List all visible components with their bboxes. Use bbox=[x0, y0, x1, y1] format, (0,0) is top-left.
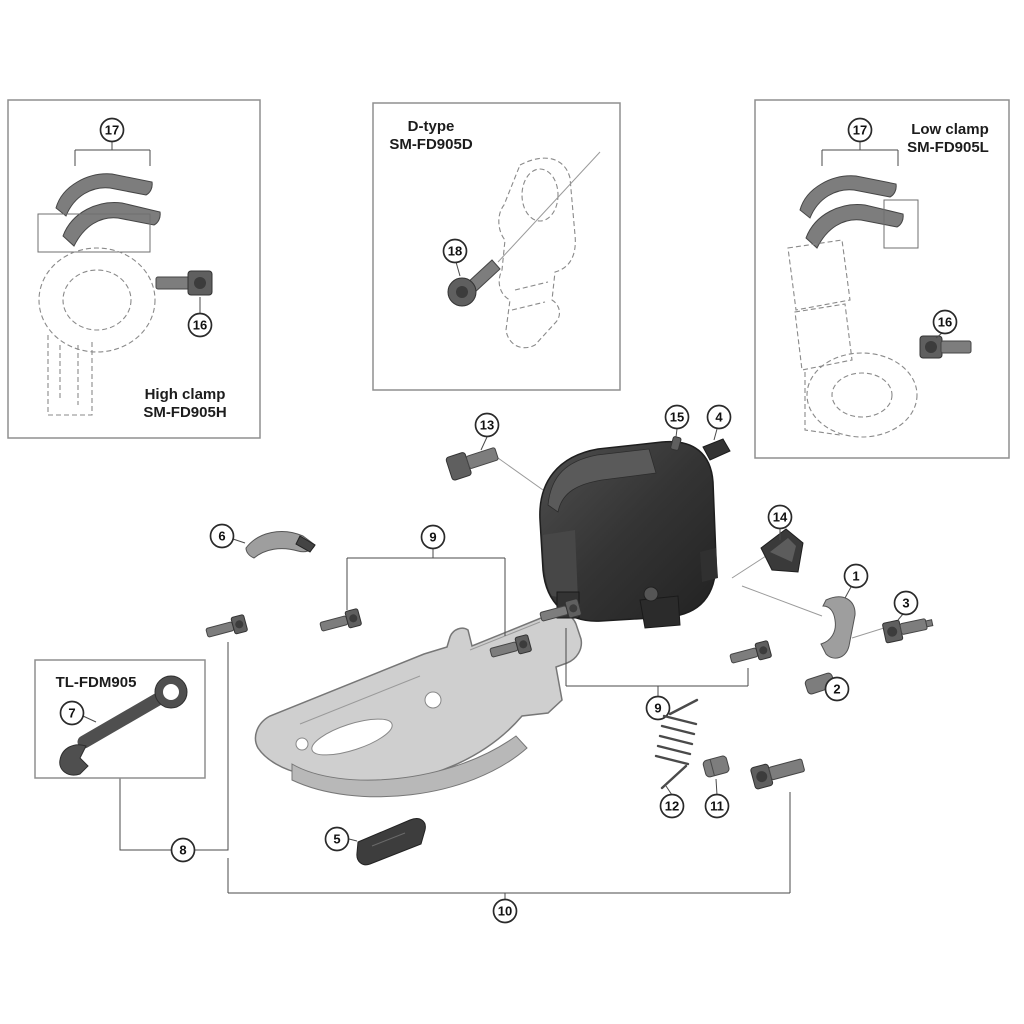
clamp-band-parts-low bbox=[799, 175, 919, 249]
axis-line-14 bbox=[731, 555, 767, 579]
callout-1: 1 bbox=[843, 563, 869, 599]
clamp-dashed-outline-high bbox=[38, 247, 156, 416]
chain-guide-cage bbox=[254, 612, 583, 798]
callout-17-low-number: 17 bbox=[853, 123, 867, 138]
tool-label: TL-FDM905 bbox=[56, 674, 137, 691]
callout-7: 7 bbox=[59, 700, 97, 726]
callout-14-number: 14 bbox=[773, 510, 788, 525]
part-5-pad bbox=[356, 818, 426, 866]
part-3-bolt bbox=[882, 618, 934, 644]
callout-3: 3 bbox=[893, 590, 919, 621]
callout-4-number: 4 bbox=[715, 410, 723, 425]
callout-3-number: 3 bbox=[902, 596, 909, 611]
d-type-box: D-type SM-FD905D 18 bbox=[372, 102, 621, 391]
low-clamp-label-line1: Low clamp bbox=[911, 121, 989, 138]
callout-13: 13 bbox=[474, 412, 500, 451]
callout-7-number: 7 bbox=[68, 706, 75, 721]
callout-17-high-clamp: 17 bbox=[74, 117, 151, 166]
callout-10: 10 bbox=[227, 792, 791, 924]
low-clamp-dashed-outline bbox=[787, 239, 918, 438]
callout-16-low-clamp: 16 bbox=[932, 309, 958, 339]
clamp-bolt-16-low bbox=[919, 335, 972, 359]
callout-2: 2 bbox=[824, 676, 850, 702]
tool-box: TL-FDM905 7 bbox=[34, 659, 206, 779]
axis-line-3 bbox=[851, 627, 885, 639]
callout-6: 6 bbox=[209, 523, 246, 549]
d-type-bolt-18 bbox=[447, 259, 501, 307]
d-type-label-line2: SM-FD905D bbox=[389, 136, 473, 153]
main-assembly: 13 15 4 14 bbox=[119, 404, 934, 924]
d-type-axis-line bbox=[497, 151, 601, 263]
callout-11: 11 bbox=[704, 778, 730, 819]
pivot-bolt bbox=[750, 758, 805, 790]
callout-5: 5 bbox=[324, 826, 358, 852]
callout-4: 4 bbox=[706, 404, 732, 441]
callout-15-number: 15 bbox=[670, 410, 684, 425]
small-bolt-b bbox=[318, 607, 363, 636]
callout-12-number: 12 bbox=[665, 799, 679, 814]
part-15-screw bbox=[670, 436, 682, 451]
callout-18: 18 bbox=[442, 238, 468, 277]
callout-9-upper-number: 9 bbox=[429, 530, 436, 545]
callout-8: 8 bbox=[119, 642, 229, 863]
part-6-lever bbox=[245, 531, 316, 559]
high-clamp-box-frame bbox=[7, 99, 261, 439]
callout-16-high-number: 16 bbox=[193, 318, 207, 333]
callout-16-high-clamp: 16 bbox=[187, 297, 213, 338]
axis-line-1 bbox=[741, 585, 823, 617]
d-type-box-frame bbox=[372, 102, 621, 391]
clamp-band-parts-high bbox=[37, 173, 161, 253]
part-12-spring bbox=[654, 698, 699, 790]
motor-unit bbox=[539, 440, 718, 629]
callout-1-number: 1 bbox=[852, 569, 859, 584]
callout-9-lower-number: 9 bbox=[654, 701, 661, 716]
callout-18-number: 18 bbox=[448, 244, 462, 259]
callout-10-number: 10 bbox=[498, 904, 512, 919]
low-clamp-label-line2: SM-FD905L bbox=[907, 139, 989, 156]
low-clamp-box-frame bbox=[754, 99, 1010, 459]
tool-wrench bbox=[59, 675, 188, 776]
clamp-bolt-16-high bbox=[155, 270, 213, 296]
small-bolt-a bbox=[204, 613, 249, 642]
low-clamp-box: Low clamp SM-FD905L 17 16 bbox=[754, 99, 1010, 459]
callout-8-number: 8 bbox=[179, 843, 186, 858]
part-1-bracket bbox=[820, 596, 856, 659]
d-type-dashed-outline bbox=[498, 157, 576, 349]
callout-2-number: 2 bbox=[833, 682, 840, 697]
small-bolt-e bbox=[728, 639, 773, 668]
callout-9-upper: 9 bbox=[346, 524, 506, 636]
callout-5-number: 5 bbox=[333, 832, 340, 847]
high-clamp-label-line1: High clamp bbox=[145, 386, 226, 403]
callout-12: 12 bbox=[659, 785, 685, 819]
callout-6-number: 6 bbox=[218, 529, 225, 544]
callout-17-low-clamp: 17 bbox=[821, 117, 899, 166]
callout-9-lower: 9 bbox=[565, 628, 749, 721]
callout-14: 14 bbox=[767, 504, 793, 540]
part-4-cap bbox=[702, 438, 731, 461]
part-11-bushing bbox=[702, 755, 730, 778]
d-type-label-line1: D-type bbox=[408, 118, 455, 135]
callout-11-number: 11 bbox=[710, 799, 724, 814]
high-clamp-label-line2: SM-FD905H bbox=[143, 404, 226, 421]
callout-13-number: 13 bbox=[480, 418, 494, 433]
part-14-cover bbox=[760, 528, 804, 573]
callout-16-low-number: 16 bbox=[938, 315, 952, 330]
high-clamp-box: 17 16 High clamp SM-FD905H bbox=[7, 99, 261, 439]
part-13-bolt bbox=[445, 447, 499, 481]
callout-17-high-number: 17 bbox=[105, 123, 119, 138]
axis-line-13 bbox=[497, 457, 544, 491]
callout-15: 15 bbox=[664, 404, 690, 438]
